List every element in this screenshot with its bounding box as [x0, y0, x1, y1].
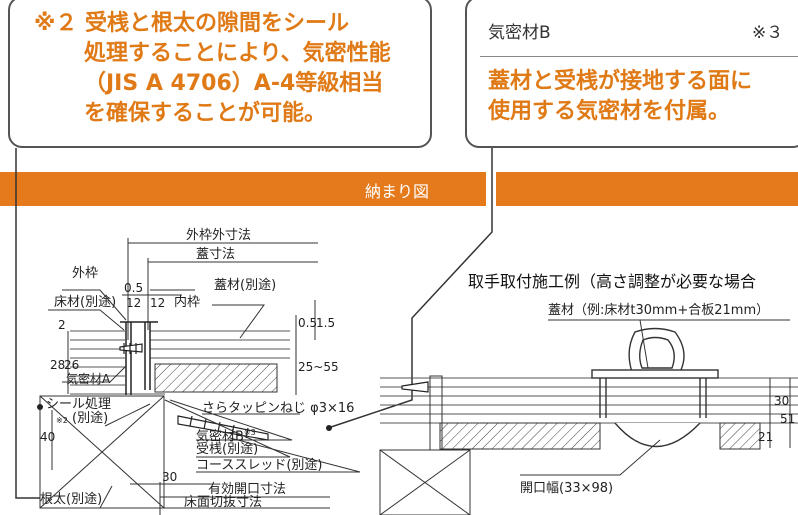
right-receiver-right: [719, 422, 761, 450]
dim-lid-label: 蓋寸法: [196, 247, 236, 262]
airtight-b-mark: ※3: [243, 428, 256, 437]
right-receiver-left: [439, 422, 601, 450]
note2-line-3: （JIS A 4706）A-4等級相当: [84, 71, 384, 96]
section-banner: [0, 172, 798, 206]
right-joist: [379, 375, 471, 515]
note2-callout: [8, 0, 432, 148]
lid-mat-label: 蓋材(別途): [214, 278, 277, 293]
d-2-label: 2: [58, 318, 66, 332]
banner-title: 納まり図: [365, 182, 430, 201]
inner-frame-label: 内枠: [174, 295, 201, 310]
lid-example-label: 蓋材（例:床材t30mm+合板21mm）: [548, 303, 770, 318]
seal-dot: [37, 404, 43, 410]
joist-label: 根太(別途): [40, 492, 103, 507]
d-12b-label: 12: [150, 296, 166, 310]
d-15-label: 1.5: [316, 316, 336, 330]
right-d-51-label: 51: [780, 412, 796, 426]
note2-line-2: 処理することにより、気密性能: [84, 41, 391, 66]
note2-leader: [15, 148, 40, 499]
right-d-21-label: 21: [758, 430, 774, 444]
screw-label: さらタッピンねじ φ3×16: [202, 401, 355, 416]
dim-outer-label: 外枠外寸法: [186, 228, 252, 243]
seal-mark: ※2: [56, 416, 68, 425]
d-26-label: 26: [64, 358, 80, 372]
outer-frame-label: 外枠: [72, 266, 99, 281]
opening-width-label: 開口幅(33×98): [520, 481, 614, 496]
seal-label-1: シール処理: [46, 397, 112, 412]
d-30-label: 30: [162, 470, 178, 484]
receiver-label: 受桟(別途): [196, 442, 259, 457]
airtight-b-label: 気密材B※3: [196, 426, 256, 444]
d-12a-label: 12: [126, 296, 142, 310]
receiver-block: [154, 363, 278, 393]
airtight-a-label: 気密材A: [66, 372, 111, 386]
right-floor-layers: [380, 377, 798, 424]
dim-right: [51, 300, 330, 515]
coarse-thread-label: コーススレッド(別途): [196, 458, 323, 473]
note3-leader: [327, 148, 493, 429]
frame-profiles: [120, 321, 158, 395]
airtight-b-text: 気密材B: [196, 429, 244, 445]
floor-layers: [70, 330, 290, 395]
floor-cut-label: 床面切抜寸法: [184, 495, 263, 510]
effective-opening-label: 有効開口寸法: [208, 482, 287, 497]
d-25-55-label: 25~55: [298, 360, 339, 374]
note2-line-1: ※２ 受桟と根太の隙間をシール: [34, 11, 350, 36]
d-28-label: 28: [50, 358, 66, 372]
note3-heading: 気密材B: [488, 23, 551, 43]
right-dims: [520, 319, 791, 476]
screw: [119, 343, 143, 354]
coarse-screw: [177, 415, 269, 441]
banner-leader-gap: [486, 172, 496, 206]
right-diagram-title: 取手取付施工例（高さ調整が必要な場合: [468, 272, 757, 291]
dim-outer: [122, 238, 318, 340]
note3-divider: [480, 56, 798, 57]
seal-label-2: (別途): [72, 411, 109, 426]
note3-callout: [465, 0, 798, 148]
joist: [39, 395, 165, 509]
note3-line-2: 使用する気密材を付属。: [488, 99, 731, 124]
right-screw: [401, 381, 429, 393]
airtight-b-dot: [326, 425, 332, 431]
d-05-label: 0.5: [124, 281, 144, 295]
note3-line-1: 蓋材と受桟が接地する面に: [488, 69, 753, 94]
note3-mark: ※３: [752, 23, 784, 43]
left-leaders: [48, 289, 361, 509]
floor-mat-label: 床材(別途): [54, 295, 117, 310]
note2-line-4: を確保することが可能。: [84, 101, 327, 126]
right-d-30-label: 30: [774, 394, 790, 408]
d-40-label: 40: [40, 430, 56, 444]
d-05r-label: 0.5: [298, 316, 318, 330]
